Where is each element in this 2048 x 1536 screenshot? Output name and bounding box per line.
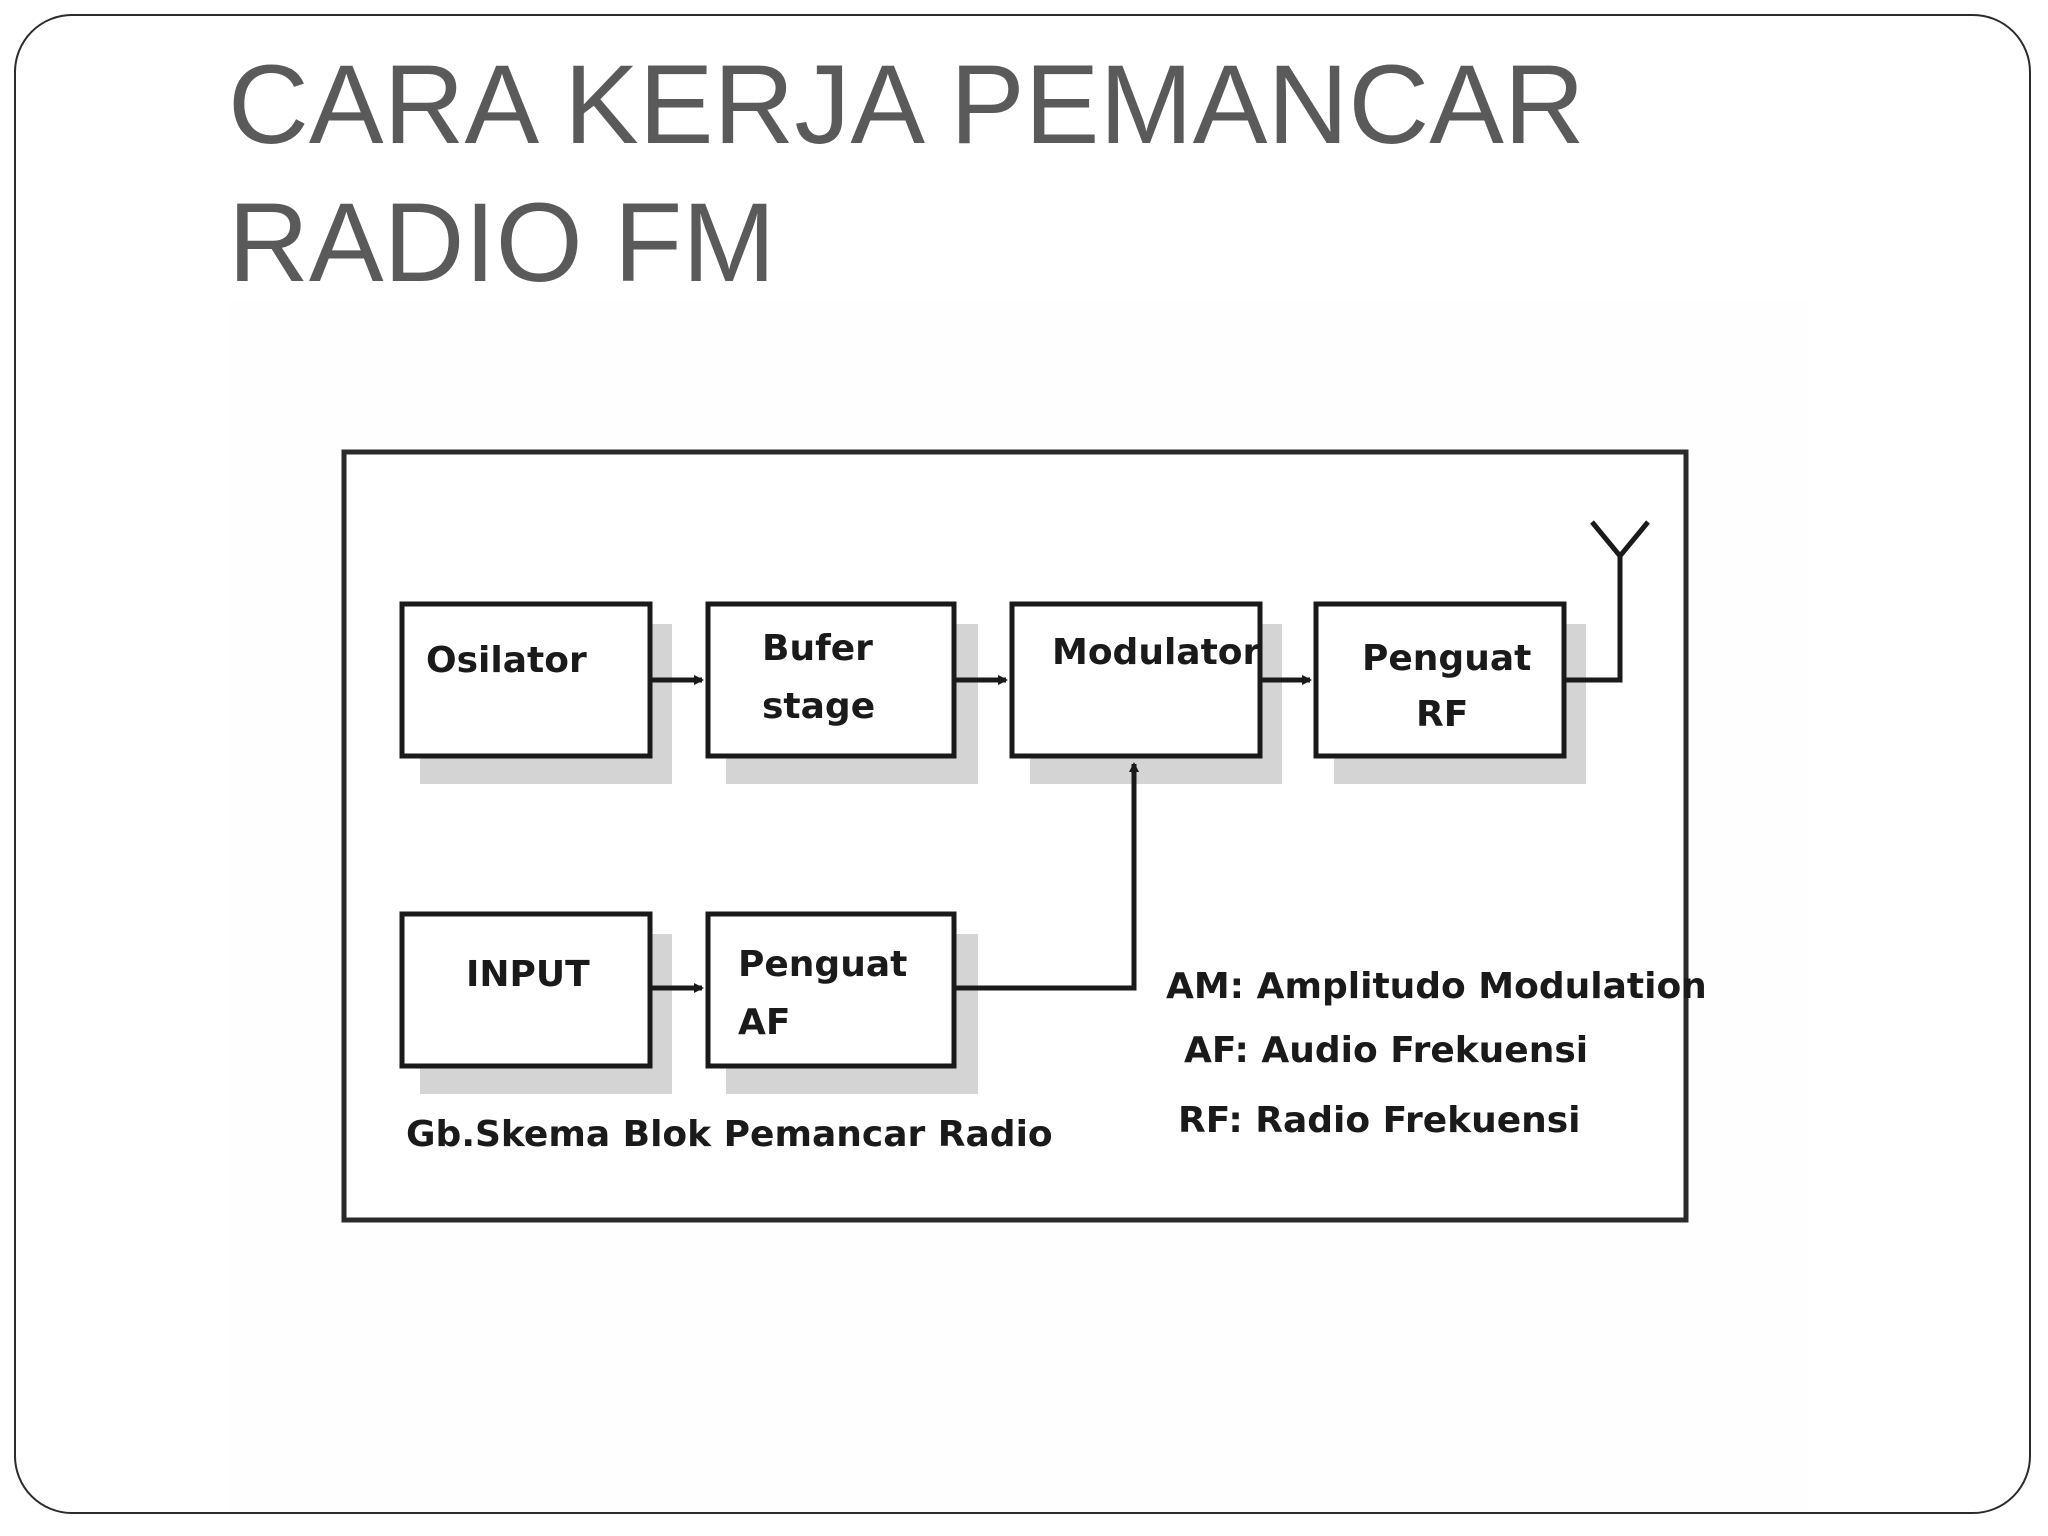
bufer-stage-label-line-2: stage: [762, 686, 875, 727]
modulator-block: [1009, 601, 1263, 759]
slide-title-line-1: CARA KERJA PEMANCAR: [228, 42, 1585, 167]
input-label: INPUT: [466, 954, 590, 995]
penguat-rf-label-line-1: Penguat: [1362, 638, 1531, 679]
legend-af: AF: Audio Frekuensi: [1184, 1030, 1588, 1071]
slide-title: CARA KERJA PEMANCAR RADIO FM: [228, 36, 1728, 312]
modulator-label: Modulator: [1052, 632, 1261, 673]
penguat-rf-label-line-2: RF: [1416, 694, 1468, 735]
bufer-stage-label-line-1: Bufer: [762, 628, 873, 669]
legend-am: AM: Amplitudo Modulation: [1166, 966, 1707, 1007]
penguat-af-label-line-1: Penguat: [738, 944, 907, 985]
antenna-icon: [1590, 520, 1650, 560]
antenna-feed-line: [1564, 556, 1623, 683]
legend-rf: RF: Radio Frekuensi: [1178, 1100, 1581, 1141]
penguat-af-block: [705, 911, 957, 1069]
penguat-af-label-line-2: AF: [738, 1002, 790, 1043]
input-block: [399, 911, 653, 1069]
slide-title-line-2: RADIO FM: [228, 180, 776, 305]
bufer-stage-block: [705, 601, 957, 759]
diagram-caption: Gb.Skema Blok Pemancar Radio: [406, 1114, 1053, 1155]
penguat-af-to-modulator-arrow: [954, 762, 1139, 991]
osilator-label: Osilator: [426, 640, 587, 681]
penguat-rf-block: [1313, 601, 1567, 759]
osilator-block: [399, 601, 653, 759]
